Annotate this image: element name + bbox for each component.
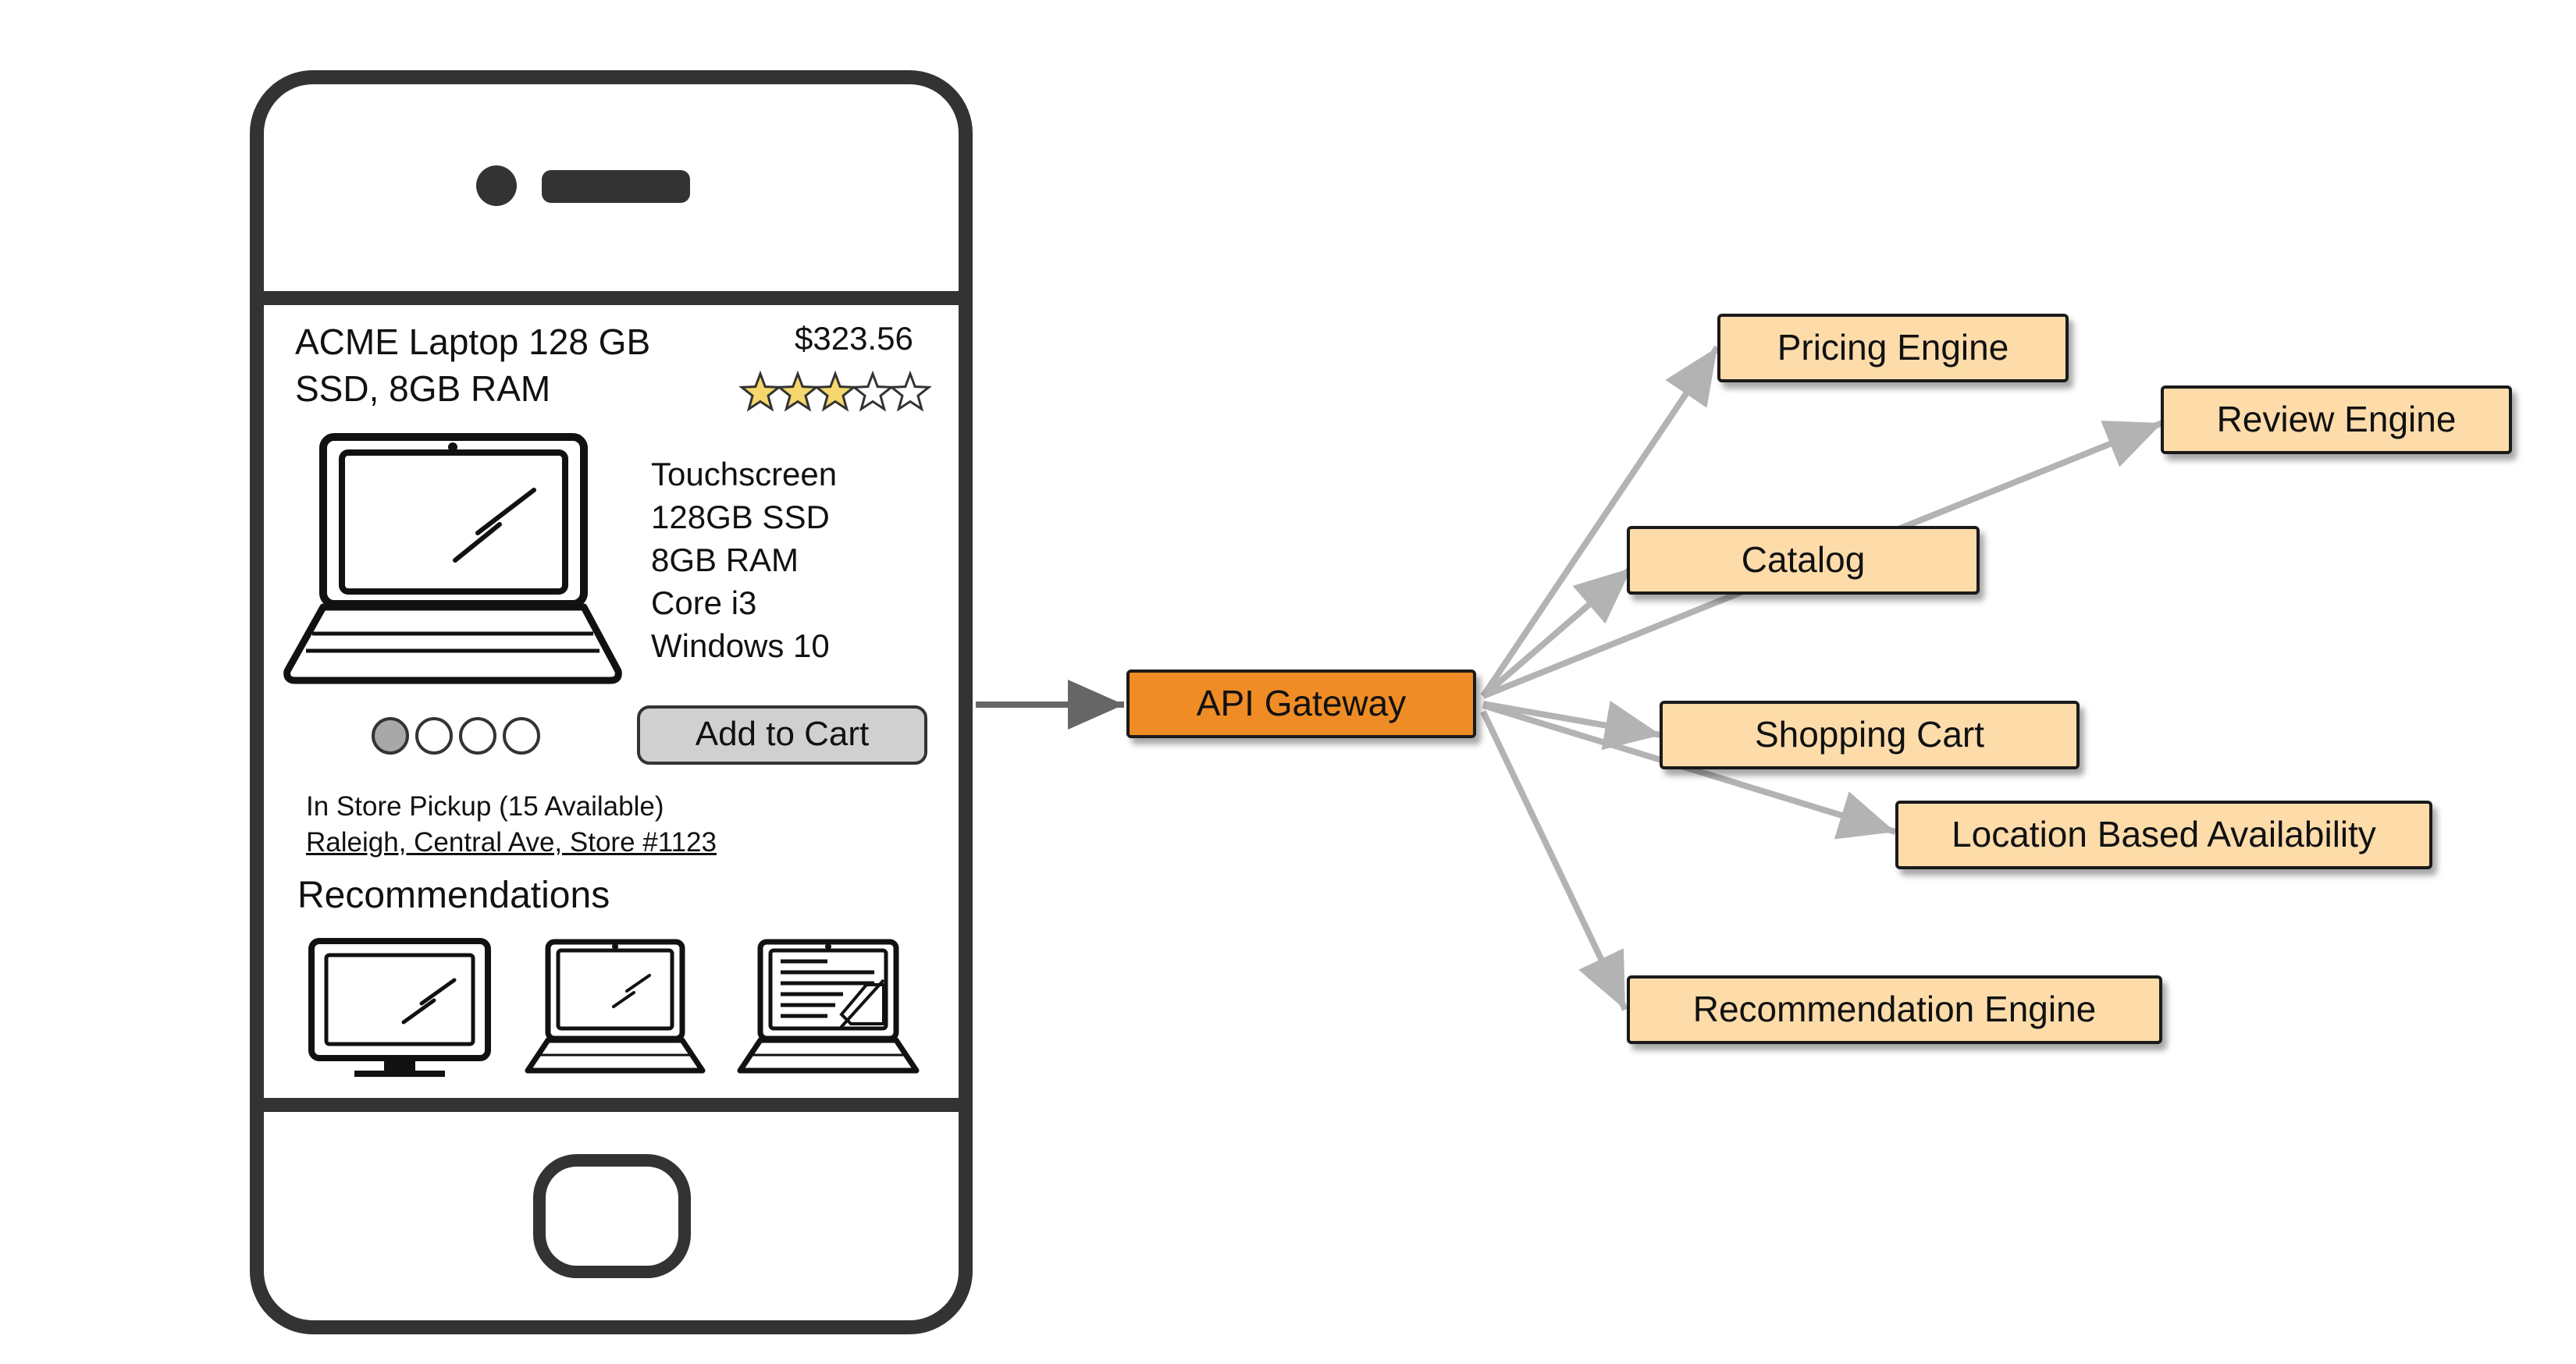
image-carousel-dots[interactable] xyxy=(372,717,540,755)
carousel-dot[interactable] xyxy=(415,717,453,755)
star-empty-icon xyxy=(851,370,895,412)
speaker-icon xyxy=(542,170,690,203)
store-location-link[interactable]: Raleigh, Central Ave, Store #1123 xyxy=(306,827,717,858)
shopping-cart-box: Shopping Cart xyxy=(1660,701,2080,769)
arrow-gateway-to-pricing xyxy=(1480,345,1720,698)
recommendation-laptop-document-icon[interactable] xyxy=(737,939,920,1074)
carousel-dot[interactable] xyxy=(503,717,540,755)
arrow-gateway-to-cart xyxy=(1482,701,1662,751)
spec-os: Windows 10 xyxy=(651,627,830,664)
product-title-line-1: ACME Laptop 128 GB xyxy=(295,321,651,362)
spec-storage: 128GB SSD xyxy=(651,499,830,535)
star-filled-icon xyxy=(738,370,782,412)
location-availability-box: Location Based Availability xyxy=(1895,801,2432,869)
review-engine-box: Review Engine xyxy=(2161,385,2512,454)
recommendation-laptop-icon[interactable] xyxy=(525,939,706,1074)
phone-device xyxy=(250,70,973,1334)
carousel-dot[interactable] xyxy=(459,717,496,755)
recommendation-engine-box: Recommendation Engine xyxy=(1627,975,2162,1044)
arrow-gateway-to-catalog xyxy=(1481,565,1634,699)
star-filled-icon xyxy=(776,370,820,412)
catalog-box: Catalog xyxy=(1627,526,1980,595)
home-button[interactable] xyxy=(533,1154,691,1278)
api-gateway-box: API Gateway xyxy=(1126,670,1476,738)
product-title-line-2: SSD, 8GB RAM xyxy=(295,368,551,409)
recommendation-monitor-icon[interactable] xyxy=(308,938,491,1077)
add-to-cart-button[interactable]: Add to Cart xyxy=(637,705,927,765)
laptop-image-icon xyxy=(283,433,622,684)
product-price: $323.56 xyxy=(795,320,913,357)
spec-touchscreen: Touchscreen xyxy=(651,456,838,492)
rating-stars xyxy=(738,370,932,412)
star-filled-icon xyxy=(813,370,857,412)
pricing-engine-box: Pricing Engine xyxy=(1717,314,2069,382)
spec-memory: 8GB RAM xyxy=(651,542,799,578)
spec-processor: Core i3 xyxy=(651,584,757,621)
recommendations-heading: Recommendations xyxy=(297,875,610,916)
star-empty-icon xyxy=(888,370,932,412)
arrow-gateway-to-recommendation xyxy=(1480,710,1628,1011)
camera-icon xyxy=(476,165,517,206)
carousel-dot-active[interactable] xyxy=(372,717,409,755)
store-pickup-text: In Store Pickup (15 Available) xyxy=(306,791,664,822)
